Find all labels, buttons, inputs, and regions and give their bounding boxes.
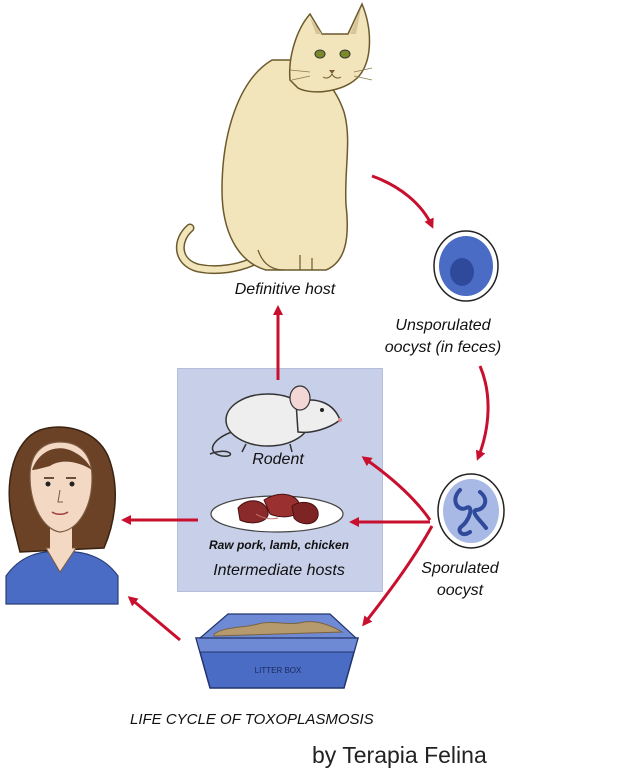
cat-illustration (176, 2, 373, 275)
meat-label: Raw pork, lamb, chicken (208, 538, 350, 552)
human-illustration (5, 426, 119, 605)
arrow-unsporulated-to-sporulated (475, 365, 490, 461)
unsporulated-label-line1: Unsporulated (395, 317, 491, 334)
intermediate-hosts-label: Intermediate hosts (213, 562, 345, 579)
definitive-host-label: Definitive host (234, 281, 336, 298)
unsporulated-oocyst (433, 230, 499, 302)
credit-text: by Terapia Felina (312, 742, 487, 768)
diagram-title: LIFE CYCLE OF TOXOPLASMOSIS (130, 711, 374, 728)
raw-meat-plate (210, 493, 344, 533)
unsporulated-label-line2: oocyst (in feces) (384, 339, 502, 356)
rodent-illustration (209, 385, 342, 457)
sporulated-label-line1: Sporulated (421, 560, 499, 577)
sporulated-label-line2: oocyst (436, 582, 484, 599)
cycle-arrows (121, 174, 490, 642)
arrow-sporulated-to-rodent (361, 456, 432, 521)
sporulated-oocyst (437, 473, 505, 549)
rodent-label: Rodent (252, 451, 304, 468)
arrow-cat-to-unsporulated (371, 174, 434, 229)
arrow-litter-to-human (127, 596, 181, 642)
arrow-sporulated-to-litter (362, 525, 434, 627)
litter-box-label: LITTER BOX (254, 666, 302, 675)
litter-box-illustration (195, 613, 359, 689)
